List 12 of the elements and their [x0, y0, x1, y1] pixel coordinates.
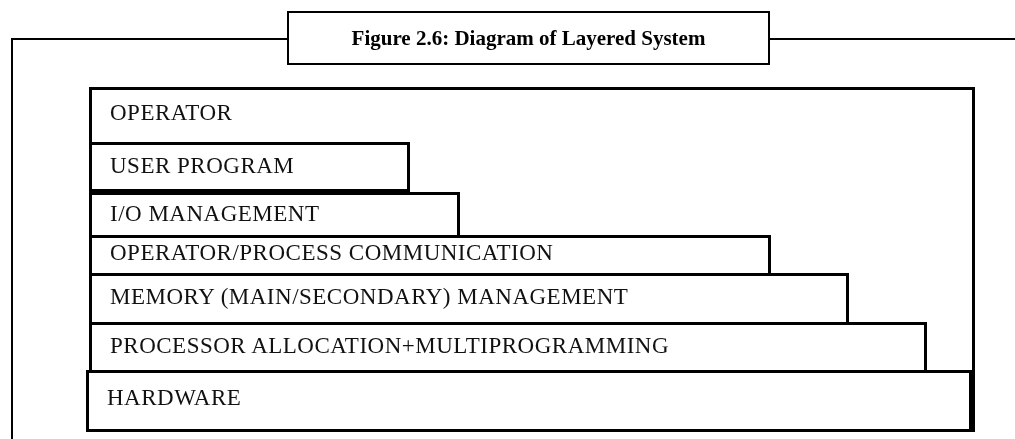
layer-box: [89, 142, 410, 192]
layer-label: USER PROGRAM: [110, 153, 295, 179]
layer-box: [89, 192, 460, 238]
figure-title: Figure 2.6: Diagram of Layered System: [287, 11, 770, 65]
layer-label: OPERATOR: [110, 100, 233, 126]
layer-label: OPERATOR/PROCESS COMMUNICATION: [110, 240, 554, 266]
layer-label: HARDWARE: [107, 385, 242, 411]
layer-box: [86, 370, 972, 432]
layer-label: MEMORY (MAIN/SECONDARY) MANAGEMENT: [110, 284, 629, 310]
layer-label: I/O MANAGEMENT: [110, 201, 320, 227]
layer-label: PROCESSOR ALLOCATION+MULTIPROGRAMMING: [110, 333, 670, 359]
layer-stack-box: [89, 87, 975, 432]
